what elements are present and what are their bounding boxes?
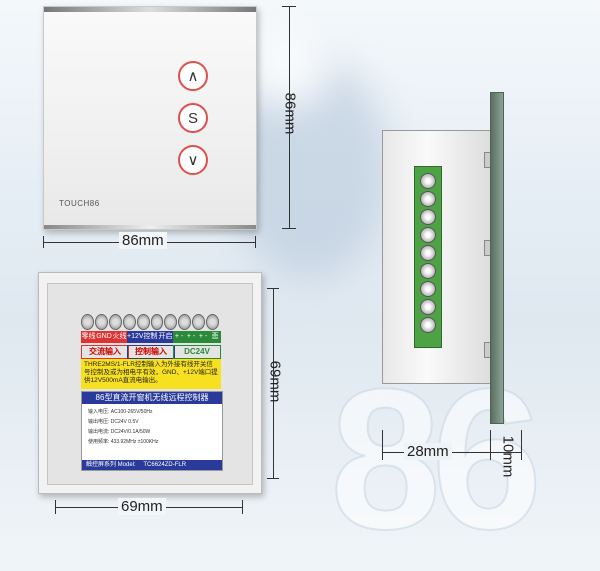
front-rim-bottom bbox=[44, 225, 256, 229]
down-arrow-icon: ∨ bbox=[187, 152, 199, 169]
screw-icon bbox=[420, 245, 436, 261]
side-plate-label: 10mm bbox=[499, 435, 517, 478]
spec-line: 输出电压: DC24V 0.5V bbox=[88, 419, 139, 425]
screw-icon bbox=[420, 317, 436, 333]
spec-line: 输出电流: DC24V/0.1A/50W bbox=[88, 429, 151, 435]
label-title: 86型直流开窗机无线远程控制器 bbox=[82, 392, 222, 404]
terminal-screw-icon bbox=[94, 314, 108, 330]
terminal-label: 零线 bbox=[81, 331, 96, 343]
group-control-input: 控制输入 bbox=[127, 345, 175, 359]
front-rim-top bbox=[44, 7, 256, 12]
terminal-label: + - bbox=[197, 331, 209, 343]
group-dc24v: DC24V bbox=[173, 345, 221, 359]
front-height-line bbox=[289, 6, 290, 228]
back-width-label: 69mm bbox=[118, 498, 166, 515]
front-height-label: 86mm bbox=[281, 92, 299, 135]
side-terminal-block bbox=[414, 166, 442, 348]
terminal-label: + - bbox=[173, 331, 185, 343]
screw-icon bbox=[420, 227, 436, 243]
terminal-screw-icon bbox=[192, 314, 206, 330]
dim-tick bbox=[382, 430, 383, 460]
terminal-screw-icon bbox=[136, 314, 150, 330]
stop-button[interactable]: S bbox=[178, 103, 208, 133]
brand-label: TOUCH86 bbox=[59, 199, 100, 208]
terminal-label: 火线 bbox=[112, 331, 127, 343]
wiring-note: THRE2MS/1-FLR控制输入为外接有线开关信号控制及或为相电平有效，GND… bbox=[81, 359, 221, 389]
screw-icon bbox=[420, 191, 436, 207]
down-button[interactable]: ∨ bbox=[178, 145, 208, 175]
terminal-label: + - bbox=[185, 331, 197, 343]
model-number: TC6624ZD-FLR bbox=[143, 462, 187, 468]
dim-tick bbox=[490, 430, 491, 460]
terminal-screw-icon bbox=[108, 314, 122, 330]
terminal-block bbox=[81, 311, 220, 331]
back-height-line bbox=[273, 288, 274, 478]
spec-line: 输入电压: AC100-265V/50Hz bbox=[88, 409, 153, 415]
dim-tick bbox=[267, 478, 279, 479]
terminal-screw-icon bbox=[122, 314, 136, 330]
screw-icon bbox=[420, 173, 436, 189]
series-label: 触控屏系列 Model: bbox=[86, 462, 136, 468]
up-button[interactable]: ∧ bbox=[178, 61, 208, 91]
terminal-label: GND bbox=[96, 331, 112, 343]
terminal-label: 控制 bbox=[143, 331, 158, 343]
screw-icon bbox=[420, 209, 436, 225]
dim-tick bbox=[255, 236, 256, 248]
terminal-label: +12V bbox=[127, 331, 144, 343]
group-ac-input: 交流输入 bbox=[81, 345, 129, 359]
stop-label: S bbox=[187, 109, 198, 127]
side-plate-line bbox=[490, 452, 521, 453]
front-width-label: 86mm bbox=[119, 232, 167, 249]
product-label: 86型直流开窗机无线远程控制器 输入电压: AC100-265V/50Hz 输出… bbox=[81, 391, 223, 471]
up-arrow-icon: ∧ bbox=[187, 68, 199, 85]
spec-line: 使用频率: 433.92MHz ±100KHz bbox=[88, 439, 159, 445]
side-view bbox=[372, 92, 522, 424]
terminal-label: 开启 bbox=[158, 331, 173, 343]
dim-tick bbox=[521, 430, 522, 460]
screw-icon bbox=[420, 299, 436, 315]
screw-icon bbox=[420, 263, 436, 279]
screw-icon bbox=[420, 281, 436, 297]
terminal-screw-icon bbox=[164, 314, 178, 330]
dim-tick bbox=[282, 228, 296, 229]
background-glow bbox=[250, 30, 330, 110]
front-panel: ∧ S ∨ TOUCH86 bbox=[43, 6, 257, 230]
side-plate bbox=[490, 92, 504, 424]
terminal-screw-icon bbox=[150, 314, 164, 330]
terminal-label: 悲 bbox=[209, 331, 221, 343]
dim-tick bbox=[242, 500, 243, 514]
terminal-screw-icon bbox=[81, 314, 94, 330]
back-panel: 零线 GND 火线 +12V 控制 开启 + - + - + - 悲 交流输入 … bbox=[38, 272, 262, 494]
side-depth-label: 28mm bbox=[404, 443, 452, 460]
label-footer: 触控屏系列 Model: TC6624ZD-FLR bbox=[82, 460, 222, 470]
back-height-label: 69mm bbox=[266, 360, 284, 403]
terminal-screw-icon bbox=[178, 314, 192, 330]
terminal-screw-icon bbox=[206, 314, 220, 330]
